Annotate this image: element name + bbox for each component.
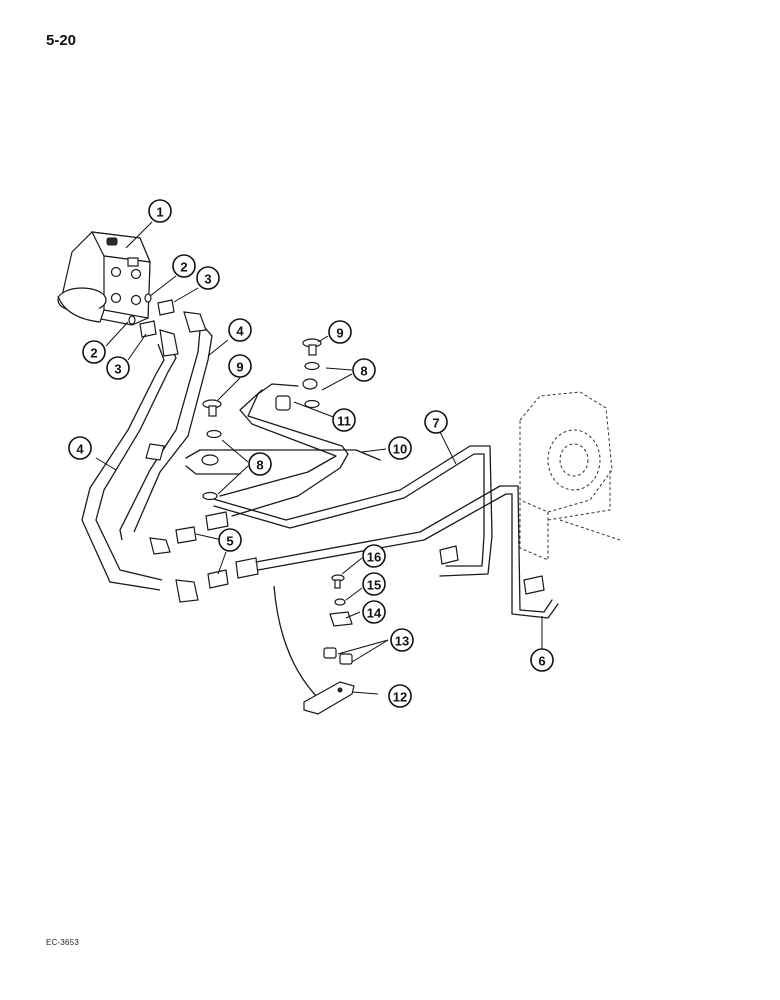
drawing-code: EC-3653 [46,938,79,947]
washers-lower [201,429,222,501]
callout-label: 15 [367,578,381,593]
callout-circle [352,358,376,382]
callout-2: 2 [172,254,196,278]
callout-circle [82,340,106,364]
nut-15 [334,598,346,606]
callout-13: 13 [390,628,414,652]
callout-label: 16 [367,550,381,565]
callout-label: 7 [432,416,439,431]
callout-circle [328,320,352,344]
callout-7: 7 [424,410,448,434]
callout-label: 9 [236,360,243,375]
steering-motor-unit [57,231,151,326]
o-rings [128,293,152,325]
callout-6: 6 [530,648,554,672]
callout-8: 8 [248,452,272,476]
callout-circle [388,684,412,708]
callout-circle [362,600,386,624]
clamp-blocks-13 [323,647,353,665]
callout-label: 14 [367,606,382,621]
callout-circle [172,254,196,278]
callout-10: 10 [388,436,412,460]
callout-circle [196,266,220,290]
callout-8: 8 [352,358,376,382]
callout-label: 8 [256,458,263,473]
callout-label: 3 [204,272,211,287]
washers-upper [302,361,320,409]
callout-label: 4 [76,442,84,457]
callout-label: 6 [538,654,545,669]
bolt-16 [331,574,345,589]
callout-circle [388,436,412,460]
callout-circle [424,410,448,434]
callout-9: 9 [228,354,252,378]
hoses [81,311,213,603]
callout-label: 4 [236,324,244,339]
callout-circle [68,436,92,460]
callout-circle [248,452,272,476]
callout-4: 4 [228,318,252,342]
callout-2: 2 [82,340,106,364]
bolt-lower [202,399,222,417]
steering-cylinder-outline [519,391,621,561]
callout-circle [228,318,252,342]
callout-circle [106,356,130,380]
adapters [139,299,175,338]
guide-curve [273,585,321,701]
callout-label: 3 [114,362,121,377]
page-number: 5-20 [46,32,77,49]
callout-label: 2 [180,260,187,275]
pipe-10 [219,383,349,517]
callout-16: 16 [362,544,386,568]
callout-label: 10 [393,442,407,457]
callout-label: 13 [395,634,409,649]
callout-3: 3 [106,356,130,380]
callout-circle [218,528,242,552]
pipe-6 [255,485,559,619]
callout-circle [332,408,356,432]
spacer-11 [275,395,291,411]
callout-4: 4 [68,436,92,460]
bracket-12 [303,681,355,715]
clamp-14 [329,611,353,627]
callout-circle [390,628,414,652]
callout-label: 11 [337,414,351,429]
callout-label: 1 [156,205,163,220]
callout-9: 9 [328,320,352,344]
callout-circle [362,544,386,568]
callout-circle [228,354,252,378]
leader-lines [95,221,543,695]
callout-label: 8 [360,364,367,379]
bolt-upper [302,338,322,356]
callout-14: 14 [362,600,386,624]
callout-circle [148,199,172,223]
connectors [175,511,545,595]
callout-label: 2 [90,346,97,361]
pipe-7 [209,445,493,577]
callout-3: 3 [196,266,220,290]
callout-circle [362,572,386,596]
callout-label: 5 [226,534,233,549]
callout-label: 9 [336,326,343,341]
pipe-10-branch [185,449,381,475]
callout-5: 5 [218,528,242,552]
callout-label: 12 [393,690,407,705]
callout-11: 11 [332,408,356,432]
callout-circle [530,648,554,672]
callout-12: 12 [388,684,412,708]
callout-1: 1 [148,199,172,223]
callout-15: 15 [362,572,386,596]
